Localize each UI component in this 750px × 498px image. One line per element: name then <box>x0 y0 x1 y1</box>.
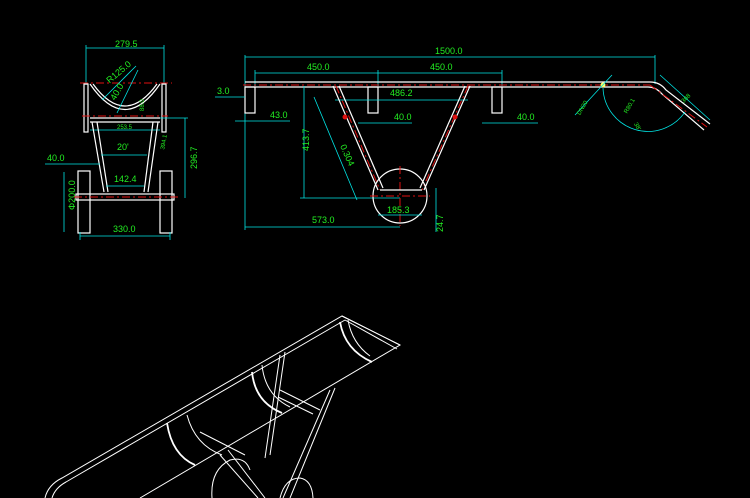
dim-span-right: 450.0 <box>430 62 453 72</box>
dim-bend-radius: R80.1 <box>624 97 638 114</box>
dim-height: 296.7 <box>189 146 199 169</box>
dim-base-width: 330.0 <box>113 224 136 234</box>
dim-axle-inner: 142.4 <box>114 174 137 184</box>
side-view: 1500.0 450.0 450.0 3.0 43.0 486.2 40.0 4… <box>215 46 711 232</box>
dim-leg-spread: 486.2 <box>390 88 413 98</box>
dim-radius: R125.0 <box>104 59 133 85</box>
dim-pipe: DN20 <box>577 100 590 117</box>
dim-top-width: 279.5 <box>115 39 138 49</box>
dim-angle: 20' <box>117 142 129 152</box>
front-view: 279.5 R125.0 40.0 88.0 253.5 20' 394.1 2… <box>45 39 199 240</box>
dim-wheel-dia: Φ200.0 <box>67 180 77 210</box>
dim-support-mid: 40.0 <box>394 112 412 122</box>
left-wheel <box>77 170 91 234</box>
dim-offset: 40.0 <box>47 153 65 163</box>
dim-handle: 368 <box>681 93 693 105</box>
dim-wheel-width: 185.3 <box>387 205 410 215</box>
dim-bend-angle: 38' <box>632 122 641 132</box>
isometric-view <box>44 315 402 498</box>
dim-support-left: 43.0 <box>270 110 288 120</box>
dim-leg-length: 0.304 <box>338 143 356 168</box>
dim-to-wheel: 573.0 <box>312 215 335 225</box>
dim-height: 413.7 <box>301 128 311 151</box>
dim-depth: 88.0 <box>140 99 146 111</box>
dim-overall: 1500.0 <box>435 46 463 56</box>
right-wheel <box>159 170 173 234</box>
dim-small-offset: 3.0 <box>217 86 230 96</box>
dim-inner-width: 253.5 <box>117 125 133 131</box>
dim-side-length: 394.1 <box>160 134 169 150</box>
dim-wheel-drop: 24.7 <box>435 214 445 232</box>
dim-support-right: 40.0 <box>517 112 535 122</box>
dim-span-left: 450.0 <box>307 62 330 72</box>
